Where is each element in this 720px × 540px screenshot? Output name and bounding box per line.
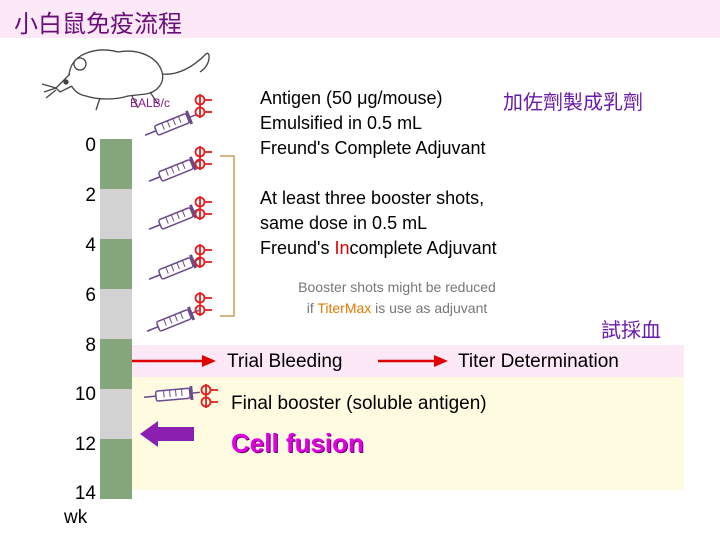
immunization-line: Antigen (50 μg/mouse) [260, 88, 443, 108]
immunization-text: Antigen (50 μg/mouse) Emulsified in 0.5 … [260, 86, 486, 161]
timeline-segment [100, 239, 132, 289]
booster-text-part: complete Adjuvant [349, 238, 497, 258]
syringe-icon [145, 153, 205, 189]
syringe-icon [141, 107, 201, 143]
note-line: if TiterMax is use as adjuvant [252, 298, 542, 319]
timeline-segment [100, 489, 132, 499]
titermax-note: Booster shots might be reduced if TiterM… [252, 277, 542, 319]
booster-text-part: Freund's [260, 238, 335, 258]
mouse-icon [41, 49, 210, 111]
immunization-line: Freund's Complete Adjuvant [260, 138, 486, 158]
trial-bleeding-label: Trial Bleeding [227, 351, 343, 372]
titermax-highlight: TiterMax [317, 300, 372, 316]
syringe-handle-icon [194, 291, 213, 317]
booster-line: At least three booster shots, [260, 188, 485, 208]
week-label-2: 2 [85, 185, 96, 206]
cell-fusion-arrow [140, 421, 194, 447]
final-booster-label: Final booster (soluble antigen) [231, 393, 487, 414]
week-label-4: 4 [85, 235, 96, 256]
incomplete-highlight: In [334, 238, 350, 258]
adjuvant-emulsion-label: 加佐劑製成乳劑 [503, 90, 643, 114]
note-text-part: is use as adjuvant [371, 300, 488, 316]
week-label-0: 0 [85, 135, 96, 156]
timeline-segment [100, 139, 132, 189]
page-title: 小白鼠免疫流程 [14, 10, 182, 38]
timeline-segment [100, 189, 132, 239]
booster-text: At least three booster shots, same dose … [260, 186, 497, 261]
titer-determination-label: Titer Determination [458, 351, 619, 372]
trial-bleed-chinese-label: 試採血 [601, 318, 661, 342]
timeline-segment [100, 439, 132, 489]
week-label-14: 14 [74, 483, 96, 504]
syringe-icon [143, 303, 203, 339]
syringe-handle-icon [194, 145, 213, 171]
timeline-segment [100, 389, 132, 439]
syringe-handle-icon [194, 195, 213, 221]
week-unit-label: wk [64, 507, 88, 528]
note-line: Booster shots might be reduced [298, 279, 496, 295]
final-phase-band [132, 377, 684, 490]
syringe-handle-icon [200, 383, 219, 409]
week-label-6: 6 [85, 285, 96, 306]
syringe-icon [145, 201, 205, 237]
week-label-8: 8 [85, 335, 96, 356]
week-label-10: 10 [74, 384, 96, 405]
header-bar [0, 0, 720, 38]
immunization-line: Emulsified in 0.5 mL [260, 113, 423, 133]
syringe-icon [142, 384, 202, 405]
syringe-icon [145, 251, 205, 287]
syringe-handle-icon [194, 243, 213, 269]
arrow-to-titer-determination [378, 355, 448, 367]
booster-bracket [220, 155, 235, 317]
arrow-to-trial-bleeding [132, 355, 216, 367]
strain-label: BALB/c [130, 96, 171, 110]
cell-fusion-label: Cell fusion [231, 428, 364, 458]
timeline-segment [100, 339, 132, 389]
booster-line: same dose in 0.5 mL [260, 213, 428, 233]
syringe-handle-icon [194, 93, 213, 119]
booster-line: Freund's Incomplete Adjuvant [260, 236, 497, 261]
timeline-segment [100, 289, 132, 339]
week-label-12: 12 [74, 434, 96, 455]
note-text-part: if [306, 300, 318, 316]
week-timeline [100, 139, 132, 499]
